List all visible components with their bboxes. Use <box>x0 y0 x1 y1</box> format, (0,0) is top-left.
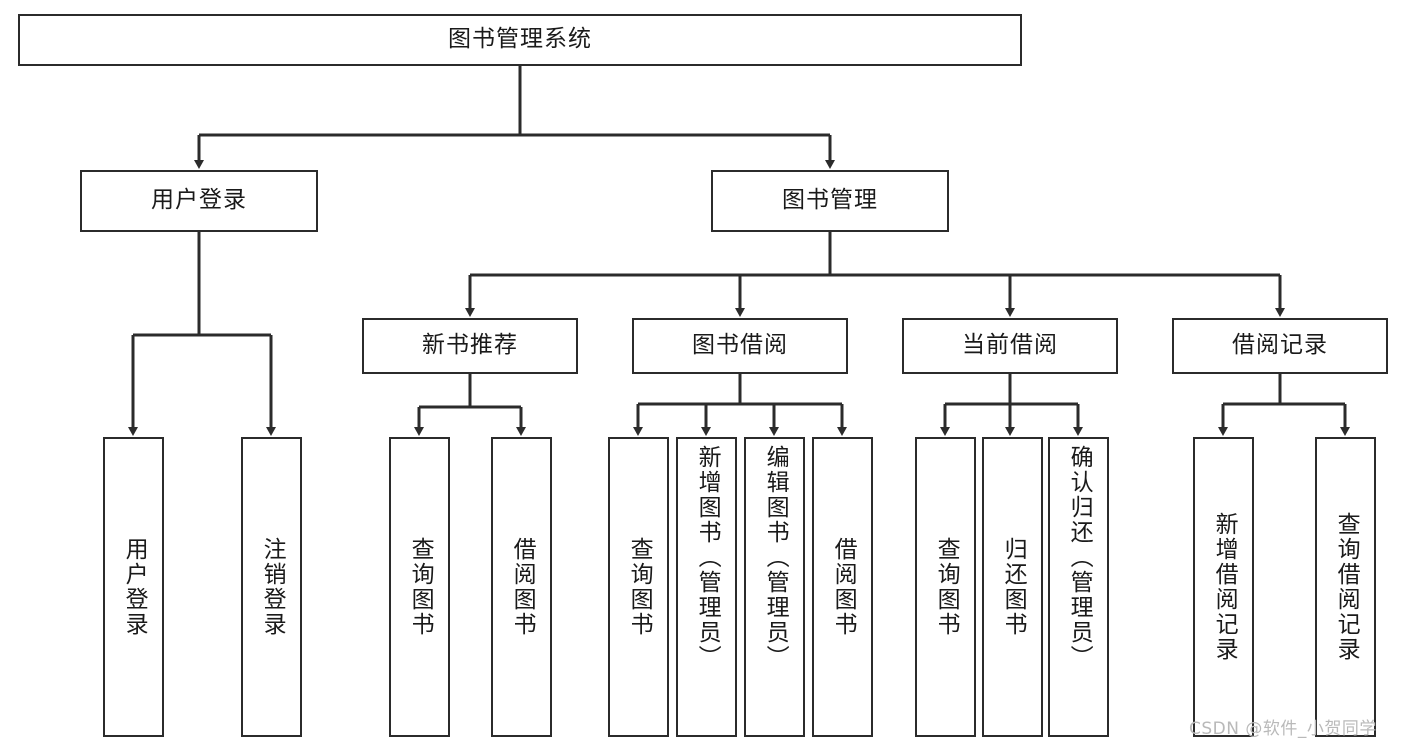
node-user-login[interactable]: 用户登录 <box>80 170 318 232</box>
node-label: 编辑图书（管理员） <box>762 445 789 670</box>
leaf-borrow-record-add-record[interactable]: 新增借阅记录 <box>1193 437 1254 737</box>
node-label: 用户登录 <box>151 187 247 214</box>
node-label: 新增借阅记录 <box>1211 512 1238 662</box>
node-label: 查询图书 <box>626 537 653 637</box>
node-label: 查询图书 <box>933 537 960 637</box>
leaf-borrow-record-query-record[interactable]: 查询借阅记录 <box>1315 437 1376 737</box>
node-label: 借阅记录 <box>1232 332 1328 359</box>
node-book-management[interactable]: 图书管理 <box>711 170 949 232</box>
node-label: 图书借阅 <box>692 332 788 359</box>
leaf-book-borrow-query-book[interactable]: 查询图书 <box>608 437 669 737</box>
node-label: 用户登录 <box>121 537 148 637</box>
node-borrow-record[interactable]: 借阅记录 <box>1172 318 1388 374</box>
leaf-user-login-logout[interactable]: 注销登录 <box>241 437 302 737</box>
node-current-borrow[interactable]: 当前借阅 <box>902 318 1118 374</box>
node-label: 图书管理系统 <box>448 26 592 53</box>
node-label: 图书管理 <box>782 187 878 214</box>
node-label: 当前借阅 <box>962 332 1058 359</box>
leaf-new-book-borrow-book[interactable]: 借阅图书 <box>491 437 552 737</box>
leaf-user-login-login[interactable]: 用户登录 <box>103 437 164 737</box>
node-label: 新书推荐 <box>422 332 518 359</box>
node-label: 查询借阅记录 <box>1333 512 1360 662</box>
node-label: 借阅图书 <box>830 537 857 637</box>
leaf-current-borrow-return-book[interactable]: 归还图书 <box>982 437 1043 737</box>
node-label: 注销登录 <box>259 537 286 637</box>
leaf-book-borrow-borrow-book[interactable]: 借阅图书 <box>812 437 873 737</box>
leaf-current-borrow-query-book[interactable]: 查询图书 <box>915 437 976 737</box>
node-label: 归还图书 <box>1000 537 1027 637</box>
leaf-book-borrow-add-book-admin[interactable]: 新增图书（管理员） <box>676 437 737 737</box>
leaf-current-borrow-confirm-return-admin[interactable]: 确认归还（管理员） <box>1048 437 1109 737</box>
node-label: 查询图书 <box>407 537 434 637</box>
node-root-book-management-system[interactable]: 图书管理系统 <box>18 14 1022 66</box>
node-label: 借阅图书 <box>509 537 536 637</box>
node-label: 确认归还（管理员） <box>1066 445 1093 670</box>
node-book-borrow[interactable]: 图书借阅 <box>632 318 848 374</box>
node-new-book-recommend[interactable]: 新书推荐 <box>362 318 578 374</box>
leaf-new-book-query-book[interactable]: 查询图书 <box>389 437 450 737</box>
node-label: 新增图书（管理员） <box>694 445 721 670</box>
leaf-book-borrow-edit-book-admin[interactable]: 编辑图书（管理员） <box>744 437 805 737</box>
csdn-watermark: CSDN @软件_小贺同学 <box>1189 719 1377 739</box>
